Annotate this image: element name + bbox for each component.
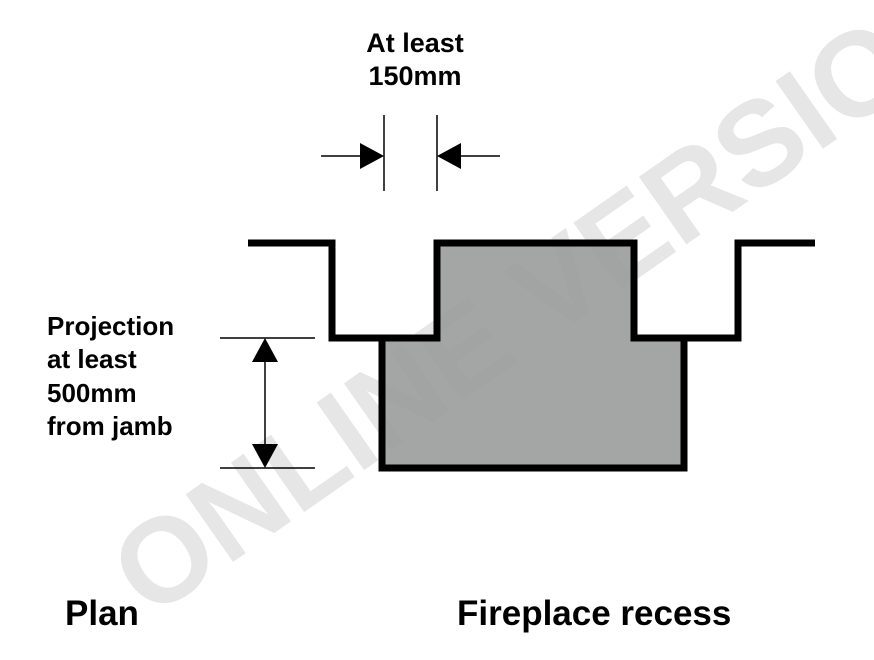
- view-label: Plan: [65, 594, 139, 633]
- width-label-line1: At least: [366, 28, 464, 58]
- chimney-breast-fill: [382, 243, 684, 468]
- diagram-title: Fireplace recess: [457, 594, 731, 633]
- projection-label-line1: Projection: [47, 311, 174, 341]
- projection-label-line2: at least: [47, 344, 137, 374]
- wall-outline: [248, 239, 815, 342]
- width-dimension: [321, 115, 500, 191]
- width-label-line2: 150mm: [368, 61, 461, 91]
- hearth-outline: [378, 338, 688, 472]
- projection-label-line3: 500mm: [47, 378, 137, 408]
- projection-label-line4: from jamb: [47, 411, 173, 441]
- projection-dimension: [220, 337, 315, 469]
